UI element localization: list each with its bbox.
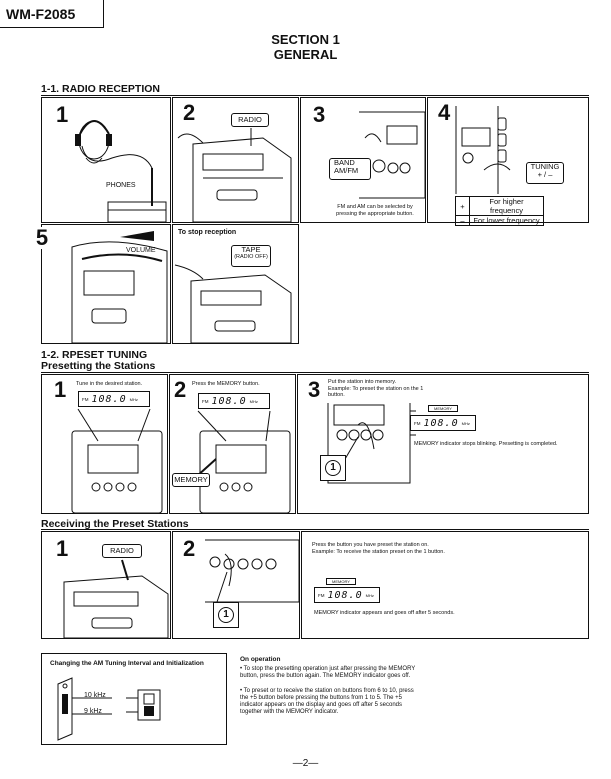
- tape-button-callout: TAPE (RADIO OFF): [231, 245, 271, 267]
- on-operation-bullet-1: • To stop the presetting operation just …: [240, 666, 416, 679]
- lcd-display: FM 108.0 MHz: [78, 391, 150, 407]
- preset-button-1-callout: 1: [320, 455, 346, 481]
- tuning-description: For higher frequency: [469, 196, 544, 216]
- step-number: 3: [308, 377, 321, 402]
- page-number: —2—: [292, 758, 319, 769]
- receive-result-panel: Press the button you have preset the sta…: [301, 531, 589, 639]
- memory-button-callout: MEMORY: [172, 473, 210, 487]
- 10khz-label: 10 kHz: [84, 692, 106, 699]
- step-4-panel: 4 TUNING + / – + For higher frequency – …: [427, 97, 589, 226]
- walkman-tape-illustration: [174, 264, 292, 344]
- step-3-result: MEMORY indicator stops blinking. Presett…: [414, 441, 558, 447]
- step-number: 2: [183, 100, 196, 125]
- volume-label: VOLUME: [126, 247, 156, 254]
- preset-button-press-illustration: [205, 539, 300, 603]
- step-2-panel: 2 RADIO: [172, 97, 299, 223]
- step-number: 4: [438, 100, 451, 125]
- band-button-illustration: [359, 111, 426, 199]
- 9khz-label: 9 kHz: [84, 708, 102, 715]
- volume-dial-illustration: [71, 231, 168, 344]
- step-1-instruction: Tune in the desired station.: [76, 381, 143, 387]
- heading-rule: [41, 372, 589, 373]
- radio-button-callout: RADIO: [231, 113, 269, 127]
- band-note: FM and AM can be selected by pressing th…: [336, 204, 414, 217]
- step-1-panel: 1 PHONES: [41, 97, 171, 223]
- walkman-front-illustration: [195, 410, 291, 514]
- step-number: 5: [30, 227, 54, 249]
- radio-reception-heading: 1-1. RADIO RECEPTION: [41, 83, 161, 95]
- receive-step-1-panel: 1 RADIO: [41, 531, 171, 639]
- step-3-panel: 3 BAND AM/FM FM and AM can be selected b…: [300, 97, 426, 223]
- step-number: 1: [56, 536, 69, 561]
- am-switch-illustration: [57, 677, 161, 741]
- lcd-display-receive: FM 108.0 MHz: [314, 587, 380, 603]
- memory-indicator: MEMORY: [326, 578, 356, 585]
- section-number: SECTION 1: [271, 32, 340, 47]
- preset-tuning-heading: 1-2. RPESET TUNING: [41, 349, 148, 361]
- preset-step-1-panel: 1 Tune in the desired station. FM 108.0 …: [41, 374, 168, 514]
- heading-rule: [41, 529, 589, 530]
- tuning-button-illustration: [455, 106, 511, 194]
- presetting-subheading: Presetting the Stations: [41, 360, 156, 372]
- walkman-front-illustration: [71, 408, 163, 514]
- walkman-top-illustration: [177, 128, 292, 223]
- memory-indicator: MEMORY: [428, 405, 458, 412]
- step-number: 2: [183, 536, 196, 561]
- am-interval-panel: Changing the AM Tuning Interval and Init…: [41, 653, 227, 745]
- preset-step-2-panel: 2 Press the MEMORY button. FM 108.0 MHz …: [169, 374, 296, 514]
- section-title: GENERAL: [273, 47, 338, 62]
- model-number: WM-F2085: [0, 0, 104, 28]
- step-number: 1: [56, 102, 69, 127]
- receiving-heading: Receiving the Preset Stations: [41, 518, 189, 530]
- receive-result: MEMORY indicator appears and goes off af…: [314, 610, 455, 616]
- stop-reception-panel: To stop reception TAPE (RADIO OFF): [172, 224, 299, 344]
- step-3-instruction: Put the station into memory. Example: To…: [328, 379, 424, 398]
- step-number: 3: [313, 102, 326, 127]
- lcd-display-memory: FM 108.0 MHz: [410, 415, 476, 431]
- table-row: + For higher frequency: [455, 196, 544, 216]
- preset-step-3-panel: 3 Put the station into memory. Example: …: [297, 374, 589, 514]
- radio-button-callout: RADIO: [102, 544, 142, 558]
- tuning-symbol: +: [455, 196, 470, 216]
- on-operation-heading: On operation: [240, 656, 281, 663]
- tuning-callout: TUNING + / –: [526, 162, 564, 184]
- preset-button-1-callout: 1: [213, 602, 239, 628]
- tuning-symbol: –: [455, 215, 470, 226]
- step-5-panel: 5 VOLUME: [30, 224, 171, 344]
- walkman-top-illustration: [63, 559, 169, 639]
- heading-rule: [41, 95, 589, 96]
- am-interval-heading: Changing the AM Tuning Interval and Init…: [50, 660, 204, 667]
- receive-instruction: Press the button you have preset the sta…: [312, 542, 445, 555]
- stop-reception-heading: To stop reception: [178, 229, 237, 236]
- step-2-instruction: Press the MEMORY button.: [192, 381, 260, 387]
- tuning-description: For lower frequency: [469, 215, 544, 226]
- step-number: 2: [174, 377, 187, 402]
- lcd-display-blinking: FM 108.0 MHz: [198, 393, 270, 409]
- table-row: – For lower frequency: [455, 215, 544, 226]
- step-number: 1: [54, 377, 67, 402]
- phones-label: PHONES: [106, 182, 136, 189]
- tuning-direction-table: + For higher frequency – For lower frequ…: [455, 196, 544, 226]
- on-operation-bullet-2: • To preset or to receive the station on…: [240, 688, 414, 715]
- headphones-illustration: [75, 120, 167, 223]
- band-callout: BAND AM/FM: [329, 158, 371, 180]
- receive-step-2-panel: 2 1: [172, 531, 300, 639]
